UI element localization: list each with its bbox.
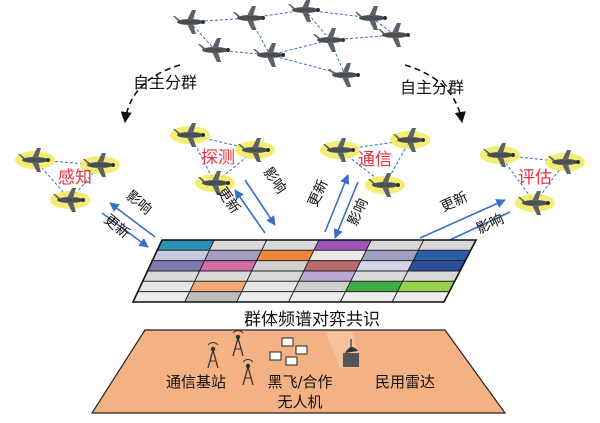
spectrum-cell bbox=[255, 249, 315, 262]
uav-icon bbox=[50, 188, 90, 212]
spectrum-cell bbox=[203, 249, 263, 262]
spectrum-cell bbox=[355, 260, 414, 272]
edge-label-update: 更新 bbox=[305, 177, 331, 209]
uav-icon bbox=[233, 6, 265, 30]
spectrum-cell bbox=[360, 249, 420, 262]
spectrum-cell bbox=[292, 280, 352, 293]
swarm-group-sense: 感知 bbox=[15, 148, 120, 212]
edge-label-update: 更新 bbox=[438, 189, 470, 215]
spectrum-cell bbox=[151, 249, 211, 262]
spectrum-cell bbox=[156, 239, 216, 251]
base-station-label: 通信基站 bbox=[166, 373, 226, 391]
spectrum-cell bbox=[339, 291, 399, 303]
uav-icon bbox=[15, 148, 55, 172]
spectrum-cell bbox=[184, 291, 243, 303]
uav-icon bbox=[170, 123, 210, 147]
spectrum-grid bbox=[131, 239, 478, 303]
group-label-sense: 感知 bbox=[58, 168, 92, 188]
uav-icon bbox=[378, 23, 410, 47]
split-label-right: 自主分群 bbox=[400, 78, 464, 97]
spectrum-cell bbox=[313, 239, 373, 251]
spectrum-cell bbox=[297, 270, 357, 282]
swarm-group-eval: 评估 bbox=[480, 143, 585, 215]
group-label-detect: 探测 bbox=[201, 148, 235, 168]
spectrum-cell bbox=[417, 239, 477, 251]
split-label-left: 自主分群 bbox=[133, 73, 197, 92]
ground-plane bbox=[90, 329, 507, 414]
edge-label-influence: 影响 bbox=[345, 196, 371, 228]
consensus-label: 群体频谱对弈共识 bbox=[244, 310, 380, 330]
spectrum-cell bbox=[240, 280, 300, 293]
uav-icon bbox=[480, 143, 520, 167]
spectrum-cell bbox=[137, 280, 196, 293]
uav-icon bbox=[313, 28, 345, 52]
uav-icon bbox=[235, 138, 275, 162]
spectrum-cell bbox=[193, 270, 253, 282]
uav-icon bbox=[288, 0, 320, 22]
spectrum-cell bbox=[365, 239, 425, 251]
spectrum-cell bbox=[391, 291, 451, 303]
uav-label: 无人机 bbox=[277, 393, 322, 411]
spectrum-cell bbox=[188, 280, 248, 293]
small-drones bbox=[269, 337, 308, 366]
group-label-eval: 评估 bbox=[518, 168, 552, 188]
spectrum-cell bbox=[308, 249, 367, 262]
group-label-comm: 通信 bbox=[358, 150, 392, 170]
spectrum-cell bbox=[141, 270, 201, 282]
uav-icon bbox=[253, 43, 285, 67]
radar-icon bbox=[325, 332, 360, 368]
spectrum-grid-outline bbox=[131, 239, 478, 303]
spectrum-cell bbox=[396, 280, 456, 293]
spectrum-cell bbox=[260, 239, 320, 251]
spectrum-cell bbox=[407, 260, 467, 272]
split-arrow-left bbox=[120, 64, 181, 124]
spectrum-cell bbox=[132, 291, 191, 303]
uav-icon bbox=[328, 63, 360, 87]
uav-icon bbox=[390, 128, 430, 152]
spectrum-cell bbox=[250, 260, 310, 272]
spectrum-cell bbox=[401, 270, 461, 282]
spectrum-cell bbox=[287, 291, 347, 303]
spectrum-cell bbox=[412, 249, 472, 262]
edge-label-influence: 影响 bbox=[123, 188, 155, 218]
spectrum-cell bbox=[349, 270, 409, 282]
uav-icon bbox=[355, 6, 387, 30]
spectrum-cell bbox=[235, 291, 295, 303]
black-fly-label: 黑飞/合作 bbox=[267, 373, 332, 391]
uav-icon bbox=[173, 10, 205, 34]
spectrum-cell bbox=[245, 270, 305, 282]
civil-radar-label: 民用雷达 bbox=[375, 373, 435, 391]
split-arrow-right bbox=[404, 64, 466, 124]
spectrum-cell bbox=[198, 260, 258, 272]
edge-label-influence: 影响 bbox=[260, 165, 289, 197]
uav-icon bbox=[198, 38, 230, 62]
spectrum-cell bbox=[208, 239, 268, 251]
uav-icon bbox=[365, 173, 405, 197]
spectrum-cell bbox=[146, 260, 206, 272]
spectrum-cell bbox=[303, 260, 362, 272]
swarm-group-detect: 探测 bbox=[170, 123, 275, 195]
uav-icon bbox=[515, 191, 555, 215]
spectrum-cell bbox=[344, 280, 404, 293]
top-swarm bbox=[173, 0, 410, 87]
swarm-group-comm: 通信 bbox=[320, 128, 430, 197]
uav-icon bbox=[320, 138, 360, 162]
